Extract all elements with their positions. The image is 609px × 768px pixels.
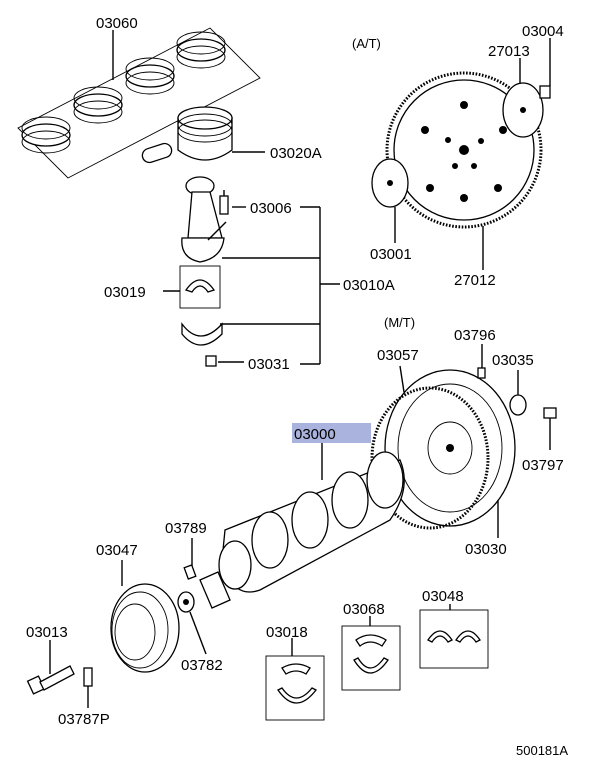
bolt-03787p — [83, 667, 93, 708]
damper-pulley-03047 — [110, 560, 180, 673]
part-label-03060: 03060 — [96, 15, 138, 32]
part-label-03789: 03789 — [165, 520, 207, 537]
piston-ring — [21, 116, 71, 154]
part-highlight — [292, 423, 371, 443]
part-label-03006: 03006 — [250, 200, 292, 217]
piston-assembly — [141, 106, 265, 164]
ring-gear-03057 — [370, 365, 490, 530]
part-label-03018: 03018 — [266, 624, 308, 641]
part-label-03057: 03057 — [377, 347, 419, 364]
bearing-box-03068 — [341, 616, 401, 691]
flywheel-03030 — [384, 369, 516, 538]
group-bracket-03010a — [220, 206, 340, 365]
part-label-27013: 27013 — [488, 43, 530, 60]
bearing-03019 — [163, 265, 221, 309]
piston-rings-group — [17, 27, 261, 179]
bolt-03004 — [539, 38, 551, 99]
part-label-03782: 03782 — [181, 657, 223, 674]
washer-03782 — [177, 591, 207, 655]
pin-03796 — [477, 344, 486, 379]
section-label-at: (A/T) — [352, 36, 381, 51]
connecting-rod — [181, 176, 246, 263]
part-label-03010a: 03010A — [343, 277, 395, 294]
part-label-03031: 03031 — [248, 356, 290, 373]
diagram-id: 500181A — [516, 743, 568, 758]
part-label-03000: 03000 — [294, 426, 336, 443]
crankshaft-03000 — [199, 423, 405, 609]
piston-ring — [176, 31, 226, 69]
bolt-03797 — [543, 407, 557, 450]
part-label-03013: 03013 — [26, 624, 68, 641]
piston-ring — [73, 86, 123, 124]
bolt-03013 — [26, 640, 75, 695]
part-label-03068: 03068 — [343, 601, 385, 618]
part-label-03001: 03001 — [370, 246, 412, 263]
bearing-03035 — [509, 370, 527, 416]
part-label-03035: 03035 — [492, 352, 534, 369]
section-label-mt: (M/T) — [384, 315, 415, 330]
part-label-03030: 03030 — [465, 541, 507, 558]
part-label-27012: 27012 — [454, 272, 496, 289]
part-label-03797: 03797 — [522, 457, 564, 474]
drive-plate-27012 — [385, 71, 543, 270]
thrust-washer-box-03048 — [419, 604, 489, 669]
piston-ring — [125, 57, 175, 95]
part-label-03019: 03019 — [104, 284, 146, 301]
part-label-03004: 03004 — [522, 23, 564, 40]
adapter-plate-27013 — [502, 58, 544, 138]
part-label-03787p: 03787P — [58, 711, 110, 728]
connecting-rod-cap — [181, 322, 244, 367]
part-label-03796: 03796 — [454, 327, 496, 344]
part-label-03048: 03048 — [422, 588, 464, 605]
key-03789 — [183, 538, 197, 580]
part-label-03020a: 03020A — [270, 145, 322, 162]
plate-03001 — [371, 158, 409, 243]
part-label-03047: 03047 — [96, 542, 138, 559]
bearing-box-03018 — [265, 638, 325, 721]
